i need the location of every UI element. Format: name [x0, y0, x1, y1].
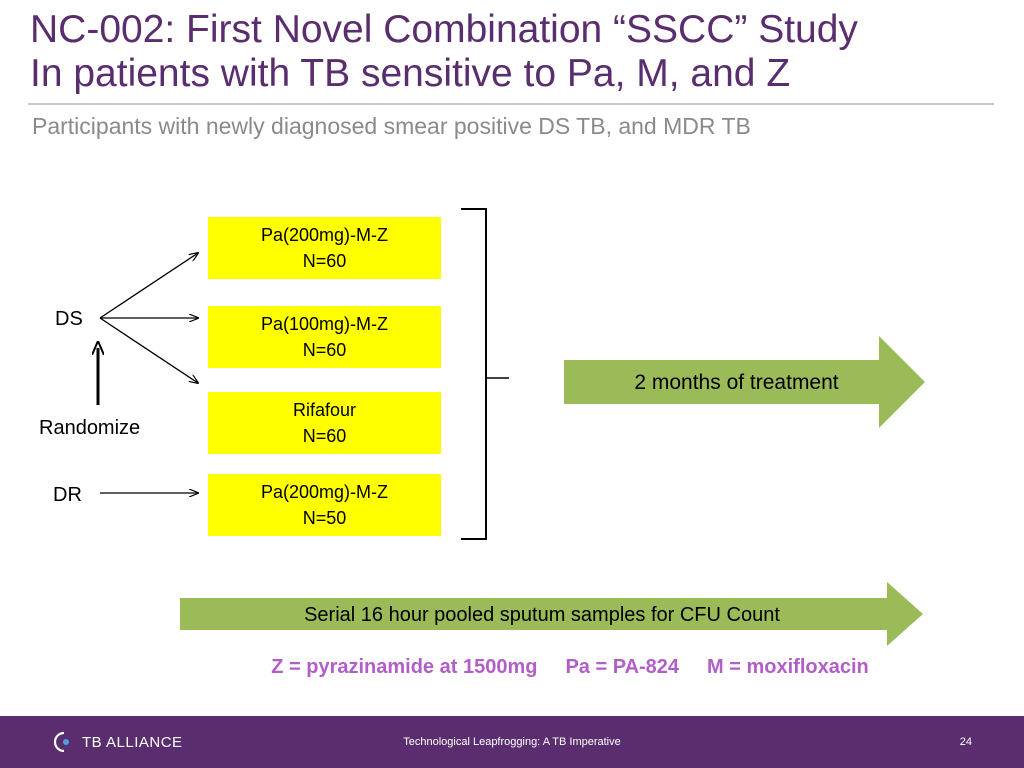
sputum-arrow	[180, 582, 923, 646]
arm-3-regimen: Rifafour	[292, 400, 357, 420]
arm-4-regimen: Pa(200mg)-M-Z	[260, 482, 389, 502]
arm-1-regimen: Pa(200mg)-M-Z	[260, 225, 389, 245]
abbreviation-legend: Z = pyrazinamide at 1500mg Pa = PA-824 M…	[0, 656, 1024, 679]
arm-1-n: N=60	[302, 251, 347, 271]
page-number: 24	[959, 736, 972, 748]
arm-3-n: N=60	[302, 426, 347, 446]
arms-bracket	[461, 208, 487, 540]
randomize-label: Randomize	[39, 417, 141, 439]
title-line-2: In patients with TB sensitive to Pa, M, …	[30, 52, 791, 95]
treatment-arrow	[564, 336, 925, 428]
slide-title: NC-002: First Novel Combination “SSCC” S…	[30, 8, 1000, 96]
arm-2-n: N=60	[302, 340, 347, 360]
title-divider	[28, 103, 994, 105]
treatment-label: 2 months of treatment	[634, 371, 839, 394]
sputum-label: Serial 16 hour pooled sputum samples for…	[304, 603, 780, 626]
title-line-1: NC-002: First Novel Combination “SSCC” S…	[30, 8, 858, 51]
slide-subtitle: Participants with newly diagnosed smear …	[32, 113, 751, 139]
logo-text: TB ALLIANCE	[82, 733, 183, 751]
legend-z: Z = pyrazinamide at 1500mg	[271, 656, 538, 678]
slide-footer: TB ALLIANCE Technological Leapfrogging: …	[0, 716, 1024, 768]
tb-alliance-logo-icon	[53, 731, 69, 753]
footer-logo: TB ALLIANCE	[48, 730, 183, 754]
dr-label: DR	[53, 484, 82, 506]
footer-center-text: Technological Leapfrogging: A TB Imperat…	[403, 736, 621, 748]
ds-label: DS	[55, 308, 83, 330]
ds-arrow-to-arm-3	[99, 317, 198, 383]
legend-pa: Pa = PA-824	[565, 656, 680, 678]
arm-4-n: N=50	[302, 508, 347, 528]
arm-4-box: Pa(200mg)-M-Z N=50	[208, 474, 441, 536]
ds-arrow-to-arm-1	[99, 253, 198, 319]
arm-2-regimen: Pa(100mg)-M-Z	[260, 314, 389, 334]
arm-1-box: Pa(200mg)-M-Z N=60	[208, 217, 441, 279]
arm-2-box: Pa(100mg)-M-Z N=60	[208, 306, 441, 368]
arm-3-box: Rifafour N=60	[208, 392, 441, 454]
legend-m: M = moxifloxacin	[707, 656, 869, 678]
